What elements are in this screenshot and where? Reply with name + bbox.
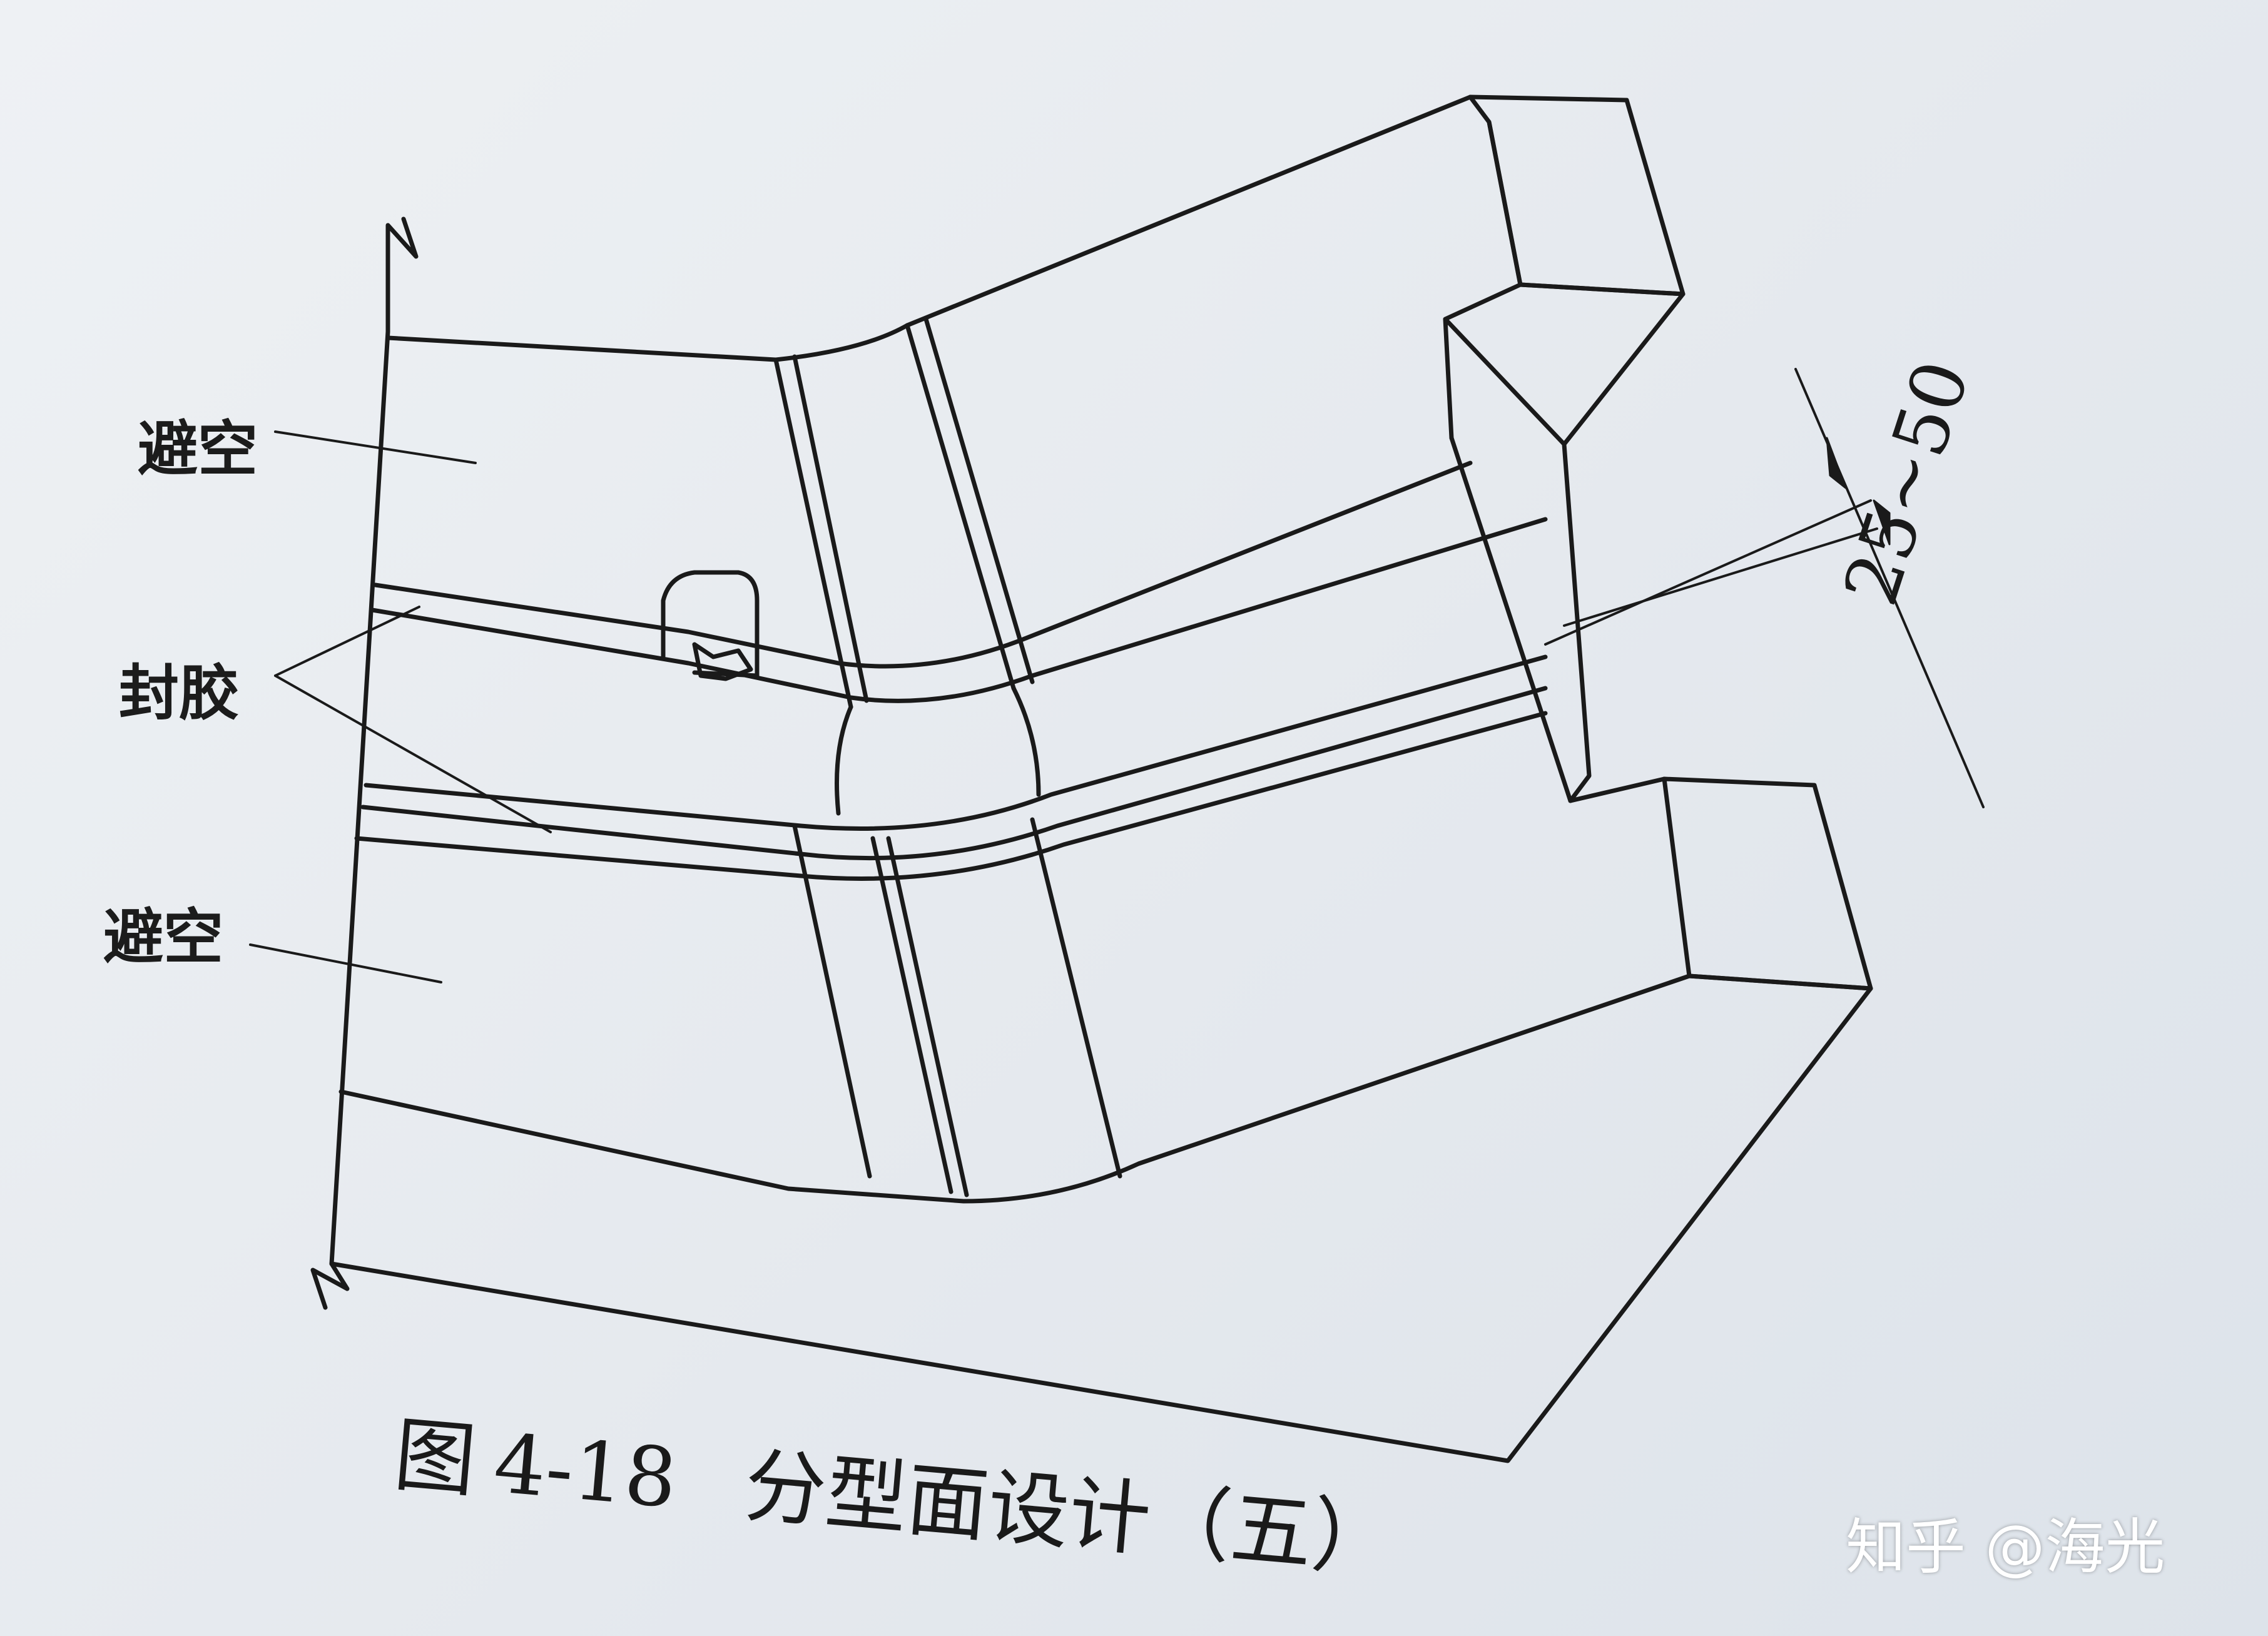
tab-side bbox=[1562, 442, 1667, 803]
label-avoid-top: 避空 bbox=[138, 414, 258, 484]
parting-line bbox=[354, 711, 1548, 881]
groove-top-3 bbox=[905, 323, 1016, 691]
groove-bottom-3 bbox=[886, 836, 969, 1197]
groove-bottom-2 bbox=[870, 836, 953, 1194]
groove-bottom-4 bbox=[1030, 817, 1122, 1179]
boss-clip bbox=[692, 642, 753, 681]
leader-seal-1 bbox=[274, 606, 420, 677]
dim-ext-1 bbox=[1544, 499, 1872, 646]
label-avoid-bottom: 避空 bbox=[103, 902, 223, 972]
caption-number: 4-18 bbox=[490, 1415, 681, 1527]
caption-figure: 图 bbox=[390, 1406, 480, 1509]
boss-part bbox=[661, 570, 760, 678]
groove-bottom-1 bbox=[792, 823, 872, 1179]
seal-line-3 bbox=[364, 654, 1548, 831]
leader-seal-2 bbox=[274, 674, 552, 833]
lower-block bbox=[1662, 776, 1873, 991]
groove-top-4 bbox=[923, 317, 1035, 684]
tab-front bbox=[1449, 435, 1573, 803]
leader-avoid-top bbox=[274, 430, 477, 464]
leader-avoid-bottom bbox=[249, 943, 442, 983]
tab-piece bbox=[1443, 282, 1686, 447]
arch bbox=[835, 686, 1041, 816]
watermark: 知乎 @海光 bbox=[1846, 1512, 2165, 1582]
left-edge bbox=[329, 329, 390, 1266]
break-line-top bbox=[385, 216, 419, 334]
bottom-base bbox=[329, 986, 1873, 1463]
seal-line-4 bbox=[360, 686, 1548, 861]
seal-line-1 bbox=[373, 460, 1473, 669]
upper-block-front bbox=[1487, 119, 1523, 287]
label-seal: 封胶 bbox=[119, 658, 239, 728]
dim-ext-2 bbox=[1563, 527, 1878, 627]
break-line-bottom bbox=[310, 1261, 350, 1310]
dim-arrow-1 bbox=[1826, 437, 1847, 489]
groove-top-2 bbox=[792, 354, 869, 703]
top-surface-edge bbox=[385, 94, 1629, 362]
dim-arrow-2 bbox=[1873, 499, 1891, 546]
groove-top-1 bbox=[773, 357, 853, 709]
lower-surface-edge bbox=[338, 973, 1873, 1204]
